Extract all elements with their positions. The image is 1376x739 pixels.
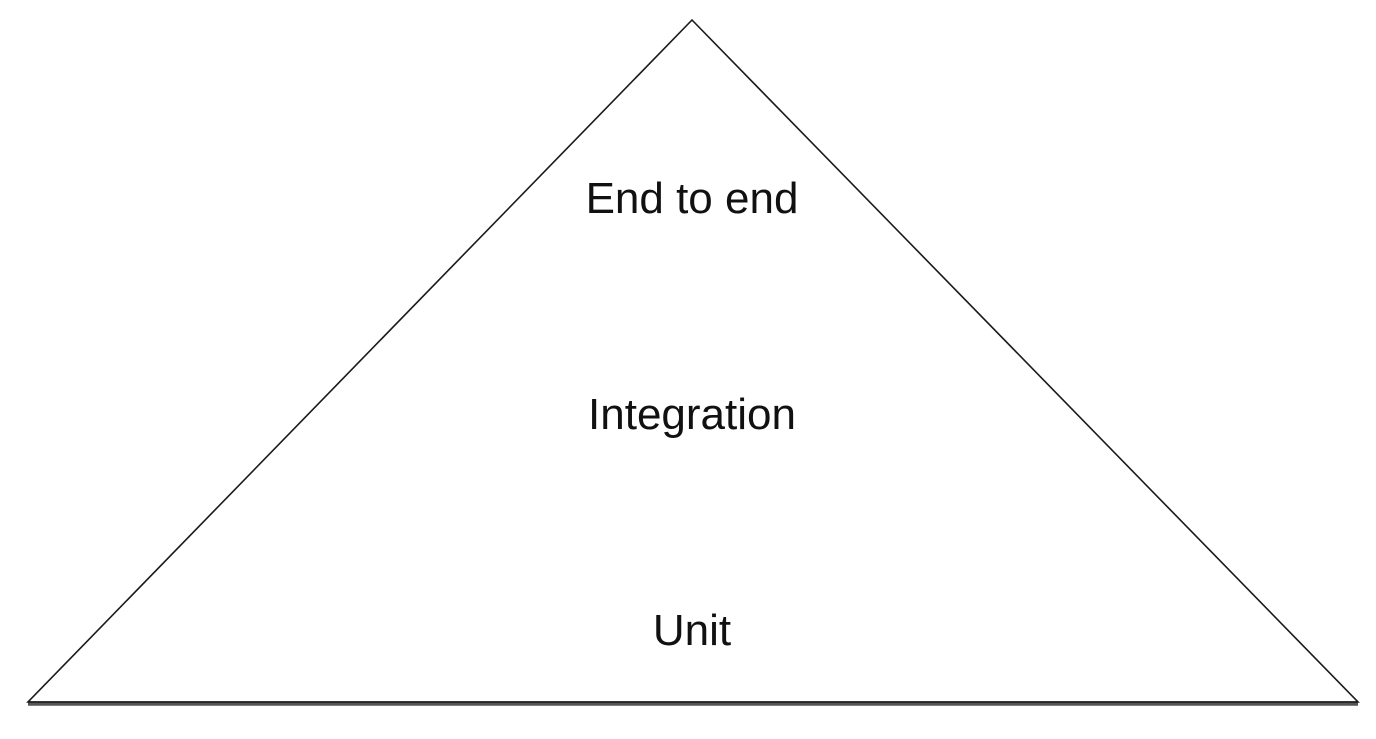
- tier-label-unit: Unit: [652, 606, 732, 655]
- tier-label-end-to-end: End to end: [585, 174, 799, 223]
- pyramid-outline: [26, 18, 1360, 703]
- tier-label-integration: Integration: [588, 390, 796, 439]
